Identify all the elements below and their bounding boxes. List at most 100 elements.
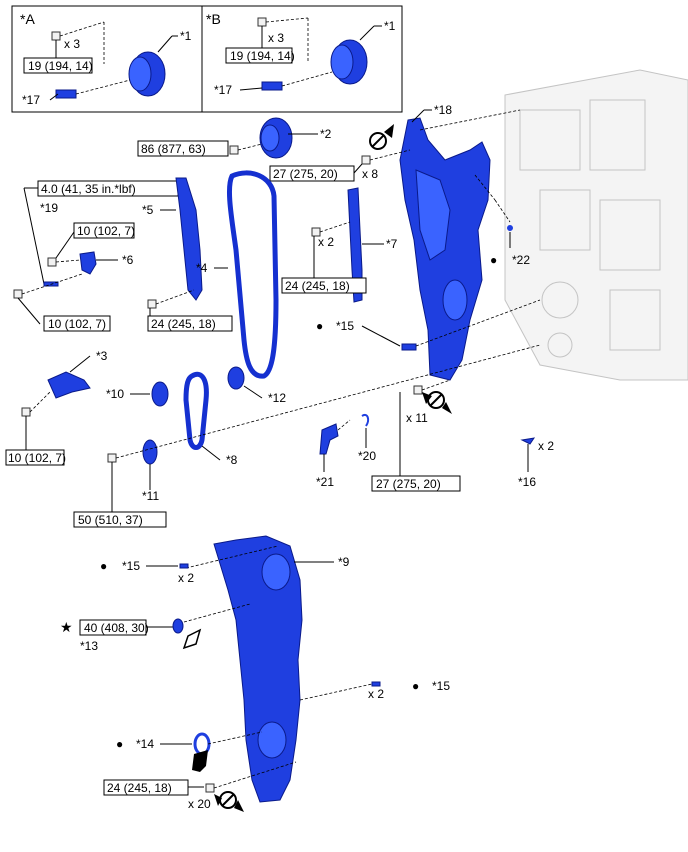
label-p19: *19 [40,201,58,215]
label-p5: *5 [142,203,154,217]
label-p13: *13 [80,639,98,653]
bolt-icon [229,145,239,155]
bolt-icon [51,31,61,41]
dot-symbol: ● [490,253,497,267]
part-6-tensioner: *6 [55,251,134,275]
label-p21: *21 [316,475,334,489]
bolt-icon [205,783,215,793]
label-p4: *4 [196,261,208,275]
part-4-timing-chain: *4 [196,170,279,379]
label-p20: *20 [358,449,376,463]
no-reuse-icon [422,391,452,414]
part-10-sprocket: *10 [106,381,169,407]
part-13-plug [172,618,184,634]
bolt-icon [413,385,423,395]
qty-x11: x 11 [406,411,428,425]
torque-27-low: 27 (275, 20) [376,477,441,491]
bolt-icon [361,155,371,165]
part-15-dowel [371,681,381,687]
torque-10-a: 10 (102, 7) [77,224,135,238]
part-15-dowel [401,343,417,351]
inset-b: *B x 3 19 (194, 14) *1 *17 [201,5,403,113]
label-p6: *6 [122,253,134,267]
inset-a-pin-label: *17 [22,93,40,107]
no-reuse-icon [369,124,394,150]
dot-symbol: ● [316,319,323,333]
inset-a-qty: x 3 [64,37,80,51]
inset-a-label: *A [20,11,35,27]
label-p2: *2 [320,127,332,141]
torque-24-a: 24 (245, 18) [151,317,216,331]
bolt-icon [21,407,31,417]
part-21-pipe: *21 [316,419,351,489]
label-p11: *11 [142,489,159,503]
bolt-icon [311,227,321,237]
torque-10-c: 10 (102, 7) [8,451,66,465]
qty-x2b: x 2 [538,439,554,453]
inset-a-gear-label: *1 [180,29,192,43]
arrow-outline-icon [182,628,202,650]
pin-a [55,89,77,99]
part-2-sprocket: *2 [259,117,332,159]
inset-b-pin-label: *17 [214,83,232,97]
torque-40: 40 (408, 30) [84,621,149,635]
label-p10: *10 [106,387,124,401]
inset-b-qty: x 3 [268,31,284,45]
part-8-oil-pump-chain: *8 [183,371,238,467]
part-20-o-ring: *20 [358,414,376,463]
torque-86: 86 (877, 63) [141,142,206,156]
torque-24-b: 24 (245, 18) [285,279,350,293]
label-p3: *3 [96,349,108,363]
torque-50: 50 (510, 37) [78,513,143,527]
torque-24-c: 24 (245, 18) [107,781,172,795]
bolt-icon [13,289,23,299]
label-p15a: *15 [336,319,354,333]
torque-10-b: 10 (102, 7) [48,317,106,331]
bolt-icon [47,257,57,267]
inset-b-label: *B [206,11,221,27]
bolt-icon [147,299,157,309]
part-18-timing-chain-cover: *18 [399,103,491,381]
dot-symbol: ● [412,679,419,693]
qty-x20: x 20 [188,797,211,811]
inset-b-gear-label: *1 [384,19,396,33]
bolt-icon [107,453,117,463]
part-11-sprocket: *11 [142,439,159,503]
label-p8: *8 [226,453,238,467]
part-16-stud: x 2 *16 [518,437,554,489]
label-p15c: *15 [432,679,450,693]
label-p15b: *15 [122,559,140,573]
label-p7: *7 [386,237,398,251]
part-5-chain-guide: *5 [142,177,203,301]
qty-x2d: x 2 [368,687,384,701]
star-symbol: ★ [60,619,73,635]
arrow-solid-icon [192,750,208,772]
qty-x2c: x 2 [178,571,194,585]
inset-a-torque: 19 (194, 14) [28,59,93,73]
inset-b-torque: 19 (194, 14) [230,49,295,63]
part-15-dowel [179,563,189,569]
label-p9: *9 [338,555,350,569]
part-9-timing-chain-cover: *9 [213,535,350,803]
no-reuse-icon [214,791,244,812]
torque-27-top: 27 (275, 20) [273,167,338,181]
torque-4-0: 4.0 (41, 35 in.*lbf) [41,182,136,196]
dot-symbol: ● [116,737,123,751]
qty-x8: x 8 [362,167,378,181]
label-p14: *14 [136,737,154,751]
part-7-chain-guide: *7 [347,187,398,303]
label-p22: *22 [512,253,530,267]
label-p16: *16 [518,475,536,489]
part-3-oil-control-valve: *3 [47,349,108,399]
part-22-pin [507,225,513,231]
bolt-icon [257,17,267,27]
inset-a: *A x 3 19 (194, 14) *1 *17 [11,5,203,113]
label-p12: *12 [268,391,286,405]
label-p18: *18 [434,103,452,117]
qty-x2a: x 2 [318,235,334,249]
engine-block [504,69,688,381]
part-12-sprocket: *12 [227,366,286,405]
pin-b [261,81,283,91]
dot-symbol: ● [100,559,107,573]
